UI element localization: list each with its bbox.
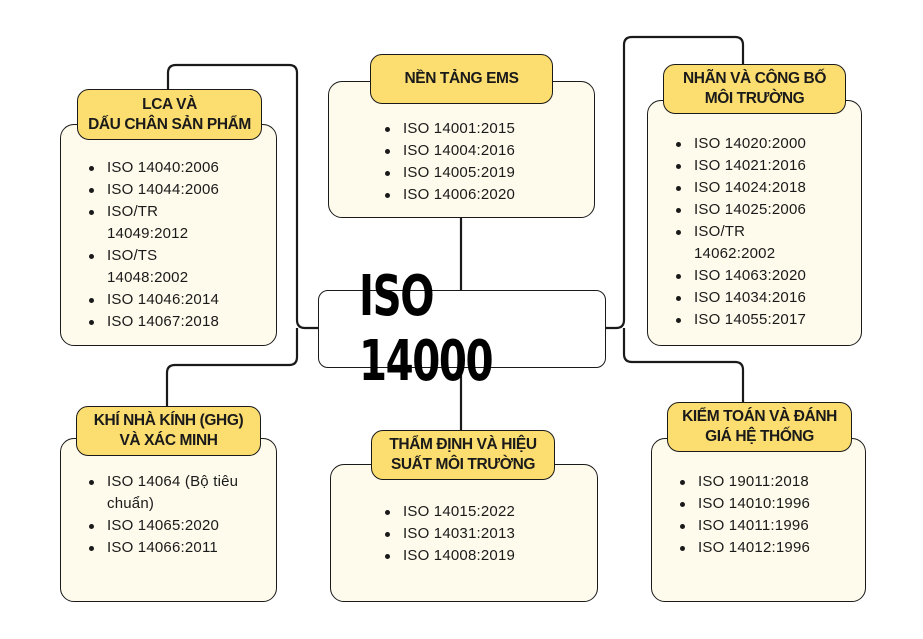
list-item: ISO 14055:2017 [676, 309, 859, 331]
list-item: ISO 14024:2018 [676, 177, 859, 199]
list-item: ISO 14005:2019 [384, 162, 515, 184]
list-item: ISO 14010:1996 [679, 493, 810, 515]
list-item: ISO/TS 14048:2002 [89, 245, 217, 289]
header-ghg: KHÍ NHÀ KÍNH (GHG) VÀ XÁC MINH [76, 406, 261, 456]
card-ghg: ISO 14064 (Bộ tiêu chuẩn) ISO 14065:2020… [60, 438, 277, 602]
audit-list: ISO 19011:2018 ISO 14010:1996 ISO 14011:… [652, 471, 810, 559]
header-line: KHÍ NHÀ KÍNH (GHG) [93, 412, 244, 429]
performance-list: ISO 14015:2022 ISO 14031:2013 ISO 14008:… [357, 501, 515, 567]
header-performance: THẨM ĐỊNH VÀ HIỆU SUẤT MÔI TRƯỜNG [371, 430, 555, 480]
list-item: ISO 14001:2015 [384, 118, 515, 140]
ghg-list: ISO 14064 (Bộ tiêu chuẩn) ISO 14065:2020… [61, 471, 267, 559]
list-item: ISO 14020:2000 [676, 133, 859, 155]
central-title: ISO 14000 [359, 264, 494, 394]
header-line: VÀ XÁC MINH [119, 432, 218, 449]
header-audit: KIỂM TOÁN VÀ ĐÁNH GIÁ HỆ THỐNG [667, 402, 852, 452]
list-item: ISO 14034:2016 [676, 287, 859, 309]
labels-list: ISO 14020:2000 ISO 14021:2016 ISO 14024:… [648, 133, 859, 331]
list-item: ISO 14046:2014 [89, 289, 277, 311]
list-item: ISO 14025:2006 [676, 199, 859, 221]
list-item: ISO 14063:2020 [676, 265, 859, 287]
list-item: ISO 14065:2020 [89, 515, 267, 537]
header-line: MÔI TRƯỜNG [704, 90, 805, 107]
list-item: ISO 14015:2022 [384, 501, 515, 523]
header-line: GIÁ HỆ THỐNG [705, 428, 814, 445]
header-line: SUẤT MÔI TRƯỜNG [390, 456, 536, 473]
card-performance: ISO 14015:2022 ISO 14031:2013 ISO 14008:… [330, 464, 598, 602]
card-lca: ISO 14040:2006 ISO 14044:2006 ISO/TR 140… [60, 124, 277, 346]
list-item: ISO 14040:2006 [89, 157, 277, 179]
header-line: LCA VÀ [142, 95, 197, 113]
list-item: ISO 14021:2016 [676, 155, 859, 177]
list-item: ISO/TR 14049:2012 [89, 201, 217, 245]
header-line: KIỂM TOÁN VÀ ĐÁNH [682, 408, 837, 425]
list-item: ISO 14004:2016 [384, 140, 515, 162]
list-item: ISO 14011:1996 [679, 515, 810, 537]
card-ems: ISO 14001:2015 ISO 14004:2016 ISO 14005:… [328, 81, 595, 218]
ems-list: ISO 14001:2015 ISO 14004:2016 ISO 14005:… [357, 118, 515, 206]
header-lca: LCA VÀ DẤU CHÂN SẢN PHẨM [77, 89, 262, 140]
list-item: ISO/TR 14062:2002 [676, 221, 804, 265]
central-node: ISO 14000 [318, 264, 606, 394]
lca-list: ISO 14040:2006 ISO 14044:2006 ISO/TR 140… [61, 157, 277, 333]
header-line: NỀN TẢNG EMS [404, 70, 519, 87]
header-ems: NỀN TẢNG EMS [370, 54, 553, 104]
header-labels: NHÃN VÀ CÔNG BỐ MÔI TRƯỜNG [663, 64, 846, 114]
list-item: ISO 14008:2019 [384, 545, 515, 567]
list-item: ISO 14012:1996 [679, 537, 810, 559]
header-line: NHÃN VÀ CÔNG BỐ [683, 70, 826, 87]
card-labels: ISO 14020:2000 ISO 14021:2016 ISO 14024:… [647, 100, 862, 346]
list-item: ISO 14006:2020 [384, 184, 515, 206]
header-line: DẤU CHÂN SẢN PHẨM [88, 115, 251, 133]
list-item: ISO 14067:2018 [89, 311, 277, 333]
list-item: ISO 14066:2011 [89, 537, 267, 559]
header-line: THẨM ĐỊNH VÀ HIỆU [389, 436, 537, 453]
list-item: ISO 14064 (Bộ tiêu chuẩn) [89, 471, 267, 515]
list-item: ISO 19011:2018 [679, 471, 810, 493]
card-audit: ISO 19011:2018 ISO 14010:1996 ISO 14011:… [651, 438, 866, 602]
list-item: ISO 14031:2013 [384, 523, 515, 545]
list-item: ISO 14044:2006 [89, 179, 277, 201]
